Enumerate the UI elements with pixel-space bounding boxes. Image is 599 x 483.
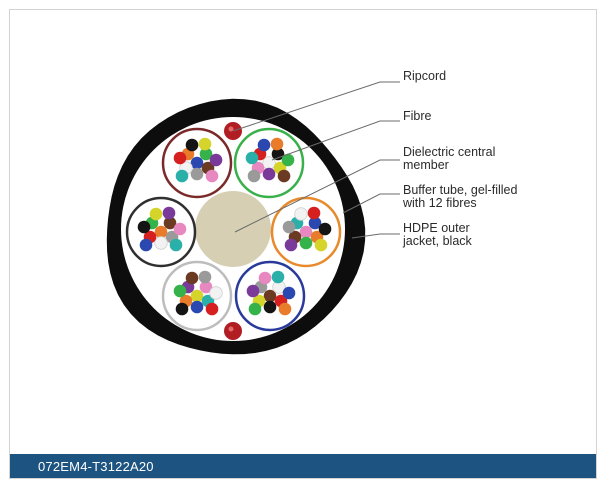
label-hdpe-outer-jacket: HDPE outer jacket, black [403, 221, 472, 248]
fibre [270, 137, 284, 151]
fibre [262, 156, 276, 170]
fibre [245, 151, 259, 165]
fibre [277, 169, 291, 183]
fibre [209, 286, 223, 300]
fibre [299, 236, 313, 250]
fibre [173, 151, 187, 165]
label-ripcord: Ripcord [403, 69, 447, 83]
label-dielectric-central-member: Dielectric central member [403, 145, 496, 172]
fibre [175, 302, 189, 316]
fibre [294, 207, 308, 221]
fibre [162, 206, 176, 220]
fibre [137, 220, 151, 234]
ripcord-2 [224, 322, 242, 340]
fibre [282, 220, 296, 234]
fibre [163, 216, 177, 230]
fibre [308, 216, 322, 230]
fibre [247, 169, 261, 183]
label-fibre: Fibre [403, 109, 432, 123]
ripcord-highlight-1 [228, 126, 234, 132]
label-buffer-tube: Buffer tube, gel-filled with 12 fibres [403, 183, 518, 210]
fibre [190, 289, 204, 303]
fibre [248, 302, 262, 316]
fibre [278, 302, 292, 316]
fibre [205, 302, 219, 316]
fibre [139, 238, 153, 252]
leader-line-buffer-tube [342, 193, 400, 214]
fibre [271, 270, 285, 284]
fibre [198, 137, 212, 151]
fibre [307, 206, 321, 220]
leader-line-central-member [234, 159, 400, 233]
product-code: 072EM4-T3122A20 [38, 459, 154, 474]
fibre [318, 222, 332, 236]
fibre [299, 225, 313, 239]
dielectric-central-member [195, 191, 271, 267]
fibre [199, 147, 213, 161]
ripcord-highlight-2 [228, 326, 234, 332]
fibre [175, 169, 189, 183]
fibre [257, 138, 271, 152]
fibre [185, 138, 199, 152]
fibre [173, 284, 187, 298]
fibre [154, 236, 168, 250]
fibre [209, 153, 223, 167]
fibre [263, 300, 277, 314]
fibre [258, 271, 272, 285]
fibre [263, 289, 277, 303]
fibre [205, 169, 219, 183]
fibre [198, 270, 212, 284]
footer-bar: 072EM4-T3122A20 [10, 454, 596, 478]
fibre [190, 167, 204, 181]
fibre [246, 284, 260, 298]
fibre [284, 238, 298, 252]
leader-line-ripcord [232, 81, 400, 132]
leader-line-fibre [271, 120, 400, 161]
fibre [262, 167, 276, 181]
fibre [314, 238, 328, 252]
fibre [281, 153, 295, 167]
fibre [169, 238, 183, 252]
fibre [149, 207, 163, 221]
fibre [190, 300, 204, 314]
fibre [154, 225, 168, 239]
fibre [282, 286, 296, 300]
leader-line-outer-jacket [351, 233, 400, 239]
fibre [199, 280, 213, 294]
fibre [185, 271, 199, 285]
fibre [190, 156, 204, 170]
fibre [173, 222, 187, 236]
